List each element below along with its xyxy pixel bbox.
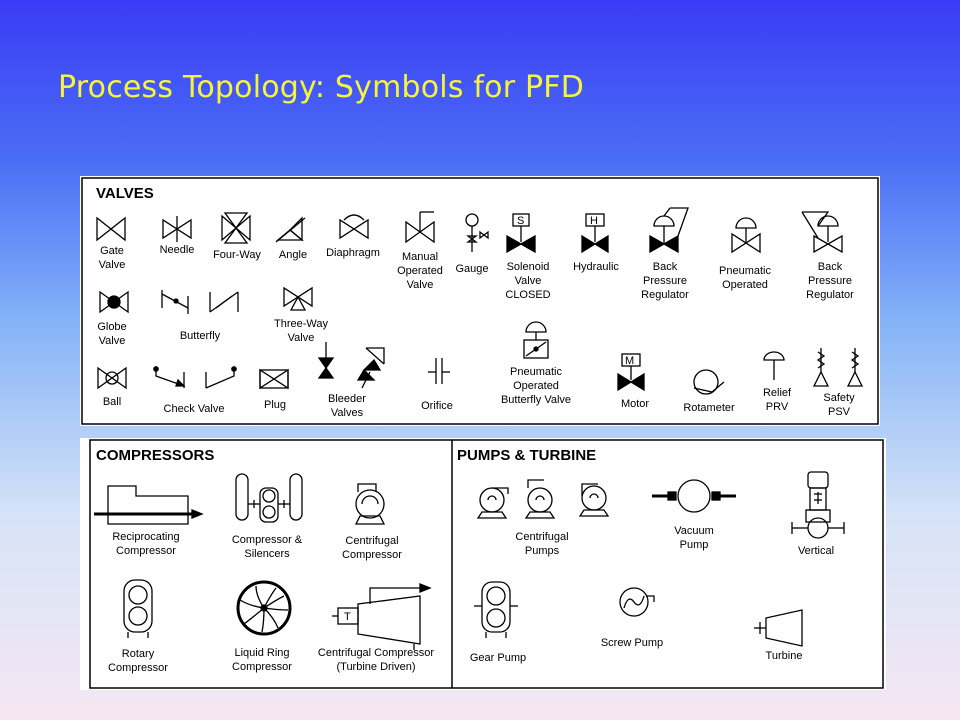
rotameter-icon	[693, 369, 725, 395]
motor-valve-icon: M	[617, 353, 645, 392]
motor-valve-label: Motor	[621, 398, 649, 410]
turbine-driven-compressor-icon: T	[332, 583, 432, 650]
compressors-pumps-panel: COMPRESSORS PUMPS & TURBINE Reciprocatin…	[80, 438, 886, 690]
screw-pump-icon	[619, 587, 655, 617]
compressor-silencers-label: Compressor &Silencers	[232, 534, 303, 560]
slide-title: Process Topology: Symbols for PFD	[58, 70, 585, 105]
turbine-letter: T	[344, 611, 351, 623]
rotary-compressor-icon	[123, 579, 153, 638]
valves-heading: VALVES	[96, 185, 154, 202]
plug-valve-icon	[259, 368, 289, 390]
hydraulic-valve-label: Hydraulic	[573, 261, 619, 273]
butterfly-valve-label: Butterfly	[180, 330, 221, 342]
ball-valve-label: Ball	[103, 396, 121, 408]
centrifugal-pumps-icon	[476, 479, 610, 519]
solenoid-letter: S	[517, 215, 524, 227]
hydraulic-valve-icon: H	[581, 213, 609, 254]
angle-valve-icon	[275, 216, 306, 243]
angle-valve-label: Angle	[279, 249, 307, 261]
compressors-pumps-diagram: COMPRESSORS PUMPS & TURBINE Reciprocatin…	[89, 439, 884, 689]
gauge-label: Gauge	[455, 263, 488, 275]
back-pressure-regulator-icon-2	[801, 211, 843, 254]
needle-valve-label: Needle	[160, 244, 195, 256]
turbine-driven-compressor-label: Centrifugal Compressor(Turbine Driven)	[318, 647, 434, 673]
valves-panel: VALVES S	[80, 176, 880, 426]
gauge-icon	[465, 213, 489, 252]
butterfly-valve-icon	[161, 290, 239, 314]
pumps-heading: PUMPS & TURBINE	[457, 447, 596, 464]
globe-valve-icon	[99, 290, 129, 314]
three-way-valve-icon	[283, 286, 313, 311]
vertical-pump-label: Vertical	[798, 545, 834, 557]
safety-valve-icon	[812, 348, 864, 387]
reciprocating-compressor-icon	[94, 485, 204, 525]
screw-pump-label: Screw Pump	[601, 637, 663, 649]
rotameter-label: Rotameter	[683, 402, 735, 414]
manual-operated-valve-icon	[405, 211, 435, 244]
four-way-valve-label: Four-Way	[213, 249, 261, 261]
turbine-label: Turbine	[766, 650, 803, 662]
orifice-icon	[428, 358, 450, 384]
diaphragm-valve-icon	[339, 214, 369, 240]
orifice-label: Orifice	[421, 400, 453, 412]
liquid-ring-compressor-icon	[236, 580, 292, 636]
relief-valve-icon	[763, 351, 785, 380]
valves-diagram: VALVES S	[81, 177, 879, 425]
turbine-icon	[754, 609, 803, 647]
diaphragm-valve-label: Diaphragm	[326, 247, 380, 259]
solenoid-valve-icon: S	[506, 213, 536, 254]
gate-valve-icon	[96, 216, 126, 242]
check-valve-label: Check Valve	[164, 403, 225, 415]
motor-letter: M	[625, 355, 634, 367]
gear-pump-label: Gear Pump	[470, 652, 526, 664]
needle-valve-icon	[162, 216, 192, 242]
check-valve-icon	[153, 366, 237, 389]
plug-valve-label: Plug	[264, 399, 286, 411]
pneumatic-operated-valve-icon	[731, 217, 761, 254]
back-pressure-regulator-icon-1	[649, 207, 689, 254]
hydraulic-letter: H	[590, 215, 598, 227]
bleeder-valve-icon	[317, 342, 385, 389]
compressor-silencers-icon	[235, 473, 303, 523]
gear-pump-icon	[474, 581, 518, 638]
vertical-pump-icon	[791, 471, 845, 539]
compressors-heading: COMPRESSORS	[96, 447, 214, 464]
pneumatic-butterfly-valve-icon	[523, 321, 549, 359]
vacuum-pump-icon	[652, 479, 736, 513]
centrifugal-compressor-icon	[354, 483, 386, 525]
four-way-valve-icon	[221, 212, 251, 244]
ball-valve-icon	[97, 366, 127, 390]
